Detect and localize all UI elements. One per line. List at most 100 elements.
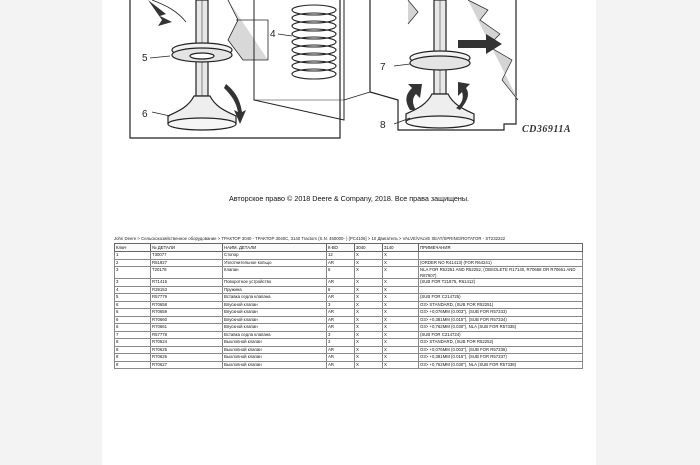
cell-part-number[interactable]: R39153 [150,285,223,295]
cell-3140: X [382,308,419,317]
cell-key: 8 [114,353,151,362]
valve-assembly-diagram: 5 6 4 [129,0,519,139]
col-header-notes: ПРИМЕЧАНИЯ [418,243,583,252]
cell-part-name: Выхлопной клапан [222,360,327,370]
cell-part-name: Выхлопной клапан [222,345,327,355]
cell-part-name: Вставка седла клапана [222,330,327,340]
cell-part-name: Выхлопной клапан [222,353,327,362]
parts-table: Ключ № ДЕТАЛИ НАИМ. ДЕТАЛИ К-ВО 3040 314… [114,243,583,370]
breadcrumb: John Deere > Сельскохозяйственное оборуд… [114,236,506,241]
valve-spring-panel [253,0,371,121]
cell-notes: O3> +0,381MM (0.015"), (SUB FOR R57337) [418,353,583,362]
cell-part-number[interactable]: R57779 [150,293,223,302]
cell-3040: X [354,300,383,310]
col-header-quantity: К-ВО [326,243,355,252]
cell-notes: O3> +0,762MM (0.030"), NLA (SUB FOR R573… [418,360,583,370]
cell-part-number[interactable]: R70661 [150,323,223,332]
cell-3040: X [354,323,383,332]
cell-part-name: Впускной клапан [222,300,327,310]
cell-key: 4 [114,285,151,295]
cell-quantity: 12 [326,251,355,260]
cell-notes: O3> STANDARD, (SUB FOR R52251) [418,300,583,310]
cell-3040: X [354,338,383,347]
cell-3040: X [354,330,383,340]
cell-quantity: 6 [326,285,355,295]
callout-8: 8 [380,120,386,131]
cell-notes [418,251,583,260]
cell-key: 6 [114,315,151,325]
cell-part-number[interactable]: R51927 [150,258,223,267]
cell-part-number[interactable]: R71416 [150,278,223,287]
cell-3140: X [382,251,419,260]
cell-key: 6 [114,308,151,317]
cell-3040: X [354,345,383,355]
cell-key: 2 [114,258,151,267]
cell-notes: (SUB FOR T21875, R61412) [418,278,583,287]
table-header-row: Ключ № ДЕТАЛИ НАИМ. ДЕТАЛИ К-ВО 3040 314… [114,243,583,252]
cell-quantity: AR [326,315,355,325]
cell-notes [418,285,583,295]
cell-3140: X [382,278,419,287]
cell-part-name: Стопор [222,251,327,260]
col-header-3040: 3040 [354,243,383,252]
exhaust-valve-panel [369,0,519,131]
cell-3140: X [382,345,419,355]
cell-key: 3 [114,278,151,287]
cell-notes: O3> +0,381MM (0.015"), (SUB FOR R57334) [418,315,583,325]
cell-3140: X [382,315,419,325]
cell-quantity: AR [326,258,355,267]
cell-part-number[interactable]: R70625 [150,345,223,355]
cell-3140: X [382,258,419,267]
cell-3040: X [354,293,383,302]
col-header-key: Ключ [114,243,151,252]
cell-3040: X [354,278,383,287]
callout-4: 4 [270,29,276,40]
cell-part-name: Впускной клапан [222,308,327,317]
cell-quantity: AR [326,360,355,370]
cell-part-number[interactable]: R70624 [150,338,223,347]
cell-quantity: 3 [326,330,355,340]
cell-key: 6 [114,323,151,332]
cell-notes: O3> STANDARD, (SUB FOR R52252) [418,338,583,347]
cell-3040: X [354,265,383,280]
cell-part-number[interactable]: R70658 [150,300,223,310]
cell-key: 8 [114,338,151,347]
cell-notes: (SUB FOR C214724) [418,330,583,340]
cell-notes: NLA FOR R52251 AND R52252, (OBSOLETE R17… [418,265,583,280]
cell-3140: X [382,300,419,310]
cell-3140: X [382,360,419,370]
cell-part-number[interactable]: R70627 [150,360,223,370]
cell-notes: (SUB FOR C214725) [418,293,583,302]
cell-part-name: Клапан [222,265,327,280]
cell-quantity: AR [326,323,355,332]
cell-part-number[interactable]: R70626 [150,353,223,362]
intake-valve-panel [129,0,341,139]
cell-part-number[interactable]: T20178 [150,265,223,280]
cell-part-number[interactable]: T30077 [150,251,223,260]
cell-part-number[interactable]: R70659 [150,308,223,317]
cell-part-number[interactable]: R57778 [150,330,223,340]
cell-key: 1 [114,251,151,260]
cell-key: 7 [114,330,151,340]
col-header-3140: 3140 [382,243,419,252]
cell-3040: X [354,315,383,325]
cell-key: 8 [114,360,151,370]
cell-part-name: Впускной клапан [222,315,327,325]
cell-quantity: AR [326,353,355,362]
col-header-part-name: НАИМ. ДЕТАЛИ [222,243,327,252]
cell-key: 8 [114,345,151,355]
cell-3040: X [354,258,383,267]
cell-3140: X [382,323,419,332]
cell-3040: X [354,308,383,317]
cell-notes: O3> +0,076MM (0.003"), (SUB FOR R57336) [418,345,583,355]
cell-key: 6 [114,300,151,310]
cell-part-number[interactable]: R70660 [150,315,223,325]
callout-7: 7 [380,62,386,73]
cell-3040: X [354,360,383,370]
